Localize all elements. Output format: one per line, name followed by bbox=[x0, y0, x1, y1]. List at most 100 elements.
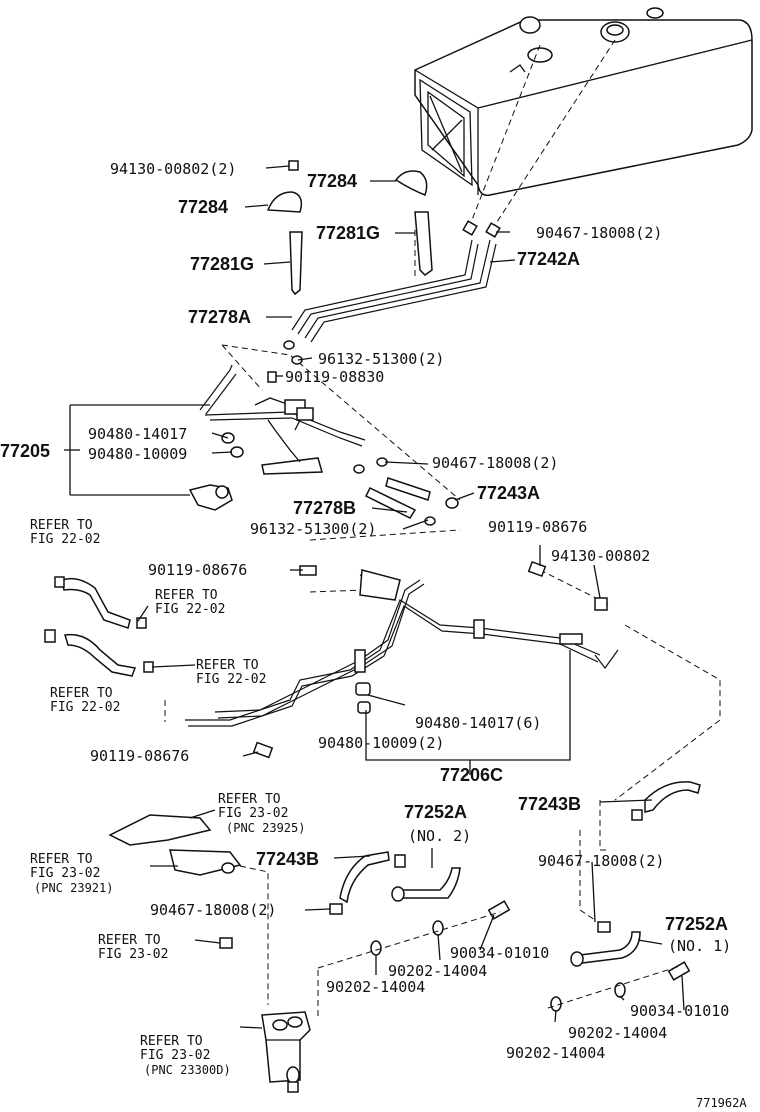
dash-right-hose bbox=[599, 800, 610, 851]
part-labels: 94130-00802(2) 77284 77284 77281G 90467-… bbox=[0, 160, 747, 1110]
label-90467-18008-2-top: 90467-18008(2) bbox=[536, 224, 662, 242]
label-77281g-right: 77281G bbox=[316, 223, 380, 243]
ref-note-8-line1: REFER TO bbox=[140, 1034, 203, 1049]
label-90480-14017: 90480-14017 bbox=[88, 425, 187, 443]
ref-note-4-line1: REFER TO bbox=[50, 686, 113, 701]
callout-bracket-77206c bbox=[365, 650, 571, 775]
label-77252a-no1: 77252A bbox=[665, 914, 728, 934]
label-90467-18008-2-right: 90467-18008(2) bbox=[538, 852, 664, 870]
label-77281g-left: 77281G bbox=[190, 254, 254, 274]
bolt-90119-right bbox=[527, 560, 547, 578]
hose-77252a-no2 bbox=[391, 867, 461, 902]
assembly-77205 bbox=[199, 340, 366, 475]
ref-note-8-line2: FIG 23-02 bbox=[140, 1048, 210, 1063]
label-77205: 77205 bbox=[0, 441, 50, 461]
bracket-left-lower bbox=[108, 814, 242, 949]
tank-leader-1 bbox=[469, 44, 541, 226]
label-90034-01010-left: 90034-01010 bbox=[450, 944, 549, 962]
leader-lines bbox=[137, 165, 685, 1029]
label-90202-14004-d: 90202-14004 bbox=[506, 1044, 605, 1062]
label-96132-51300-2-top: 96132-51300(2) bbox=[318, 350, 444, 368]
label-77243b-right: 77243B bbox=[518, 794, 581, 814]
lower-dash-b bbox=[309, 589, 366, 593]
ref-note-2-line2: FIG 22-02 bbox=[155, 602, 225, 617]
label-77284-left: 77284 bbox=[178, 197, 228, 217]
hose-77243b-right bbox=[631, 781, 701, 821]
label-no1: (NO. 1) bbox=[668, 937, 731, 955]
lower-dash-d bbox=[614, 624, 721, 801]
dash-gasket-a bbox=[317, 911, 501, 969]
hose-77243a bbox=[376, 457, 459, 509]
bolt-90119-08830 bbox=[267, 371, 277, 383]
nut-94130-right bbox=[594, 597, 608, 611]
label-77278a: 77278A bbox=[188, 307, 251, 327]
label-90119-08676-left: 90119-08676 bbox=[148, 561, 247, 579]
clamp-assembly-lower bbox=[188, 484, 233, 511]
ref-note-8-line3: (PNC 23300D) bbox=[144, 1063, 231, 1077]
label-90480-10009-2: 90480-10009(2) bbox=[318, 734, 444, 752]
bracket-77281g-left bbox=[289, 231, 303, 296]
label-77243b-left: 77243B bbox=[256, 849, 319, 869]
dash-gasket-b bbox=[547, 965, 681, 1009]
label-77243a: 77243A bbox=[477, 483, 540, 503]
mid-dash-1 bbox=[221, 344, 461, 501]
label-90480-10009: 90480-10009 bbox=[88, 445, 187, 463]
grommets-lower bbox=[355, 682, 371, 714]
ref-note-5-line3: (PNC 23925) bbox=[226, 821, 305, 835]
label-90119-08676-right: 90119-08676 bbox=[488, 518, 587, 536]
ref-note-7-line1: REFER TO bbox=[98, 933, 161, 948]
tank-leader-2 bbox=[494, 39, 616, 226]
label-77252a-no2: 77252A bbox=[404, 802, 467, 822]
label-90467-18008-2-left: 90467-18008(2) bbox=[150, 901, 276, 919]
label-94130-00802-2: 94130-00802(2) bbox=[110, 160, 236, 178]
dash-filter bbox=[239, 865, 269, 1005]
ref-note-1-line2: FIG 22-02 bbox=[30, 532, 100, 547]
lower-dash-a bbox=[309, 529, 461, 541]
label-90119-08676-bottom: 90119-08676 bbox=[90, 747, 189, 765]
label-90467-18008-2-mid: 90467-18008(2) bbox=[432, 454, 558, 472]
nut-94130-top bbox=[288, 160, 299, 171]
label-77206c: 77206C bbox=[440, 765, 503, 785]
reference-notes: REFER TO FIG 22-02 REFER TO FIG 22-02 RE… bbox=[30, 518, 305, 1077]
ref-note-1-line1: REFER TO bbox=[30, 518, 93, 533]
fuel-pipe-assembly-77206c bbox=[185, 569, 619, 727]
label-90480-14017-6: 90480-14017(6) bbox=[415, 714, 541, 732]
ref-note-5-line2: FIG 23-02 bbox=[218, 806, 288, 821]
ref-note-6-line3: (PNC 23921) bbox=[34, 881, 113, 895]
bolt-90119-bottom bbox=[252, 741, 274, 759]
ref-note-5-line1: REFER TO bbox=[218, 792, 281, 807]
ref-note-7-line2: FIG 23-02 bbox=[98, 947, 168, 962]
label-90202-14004-c: 90202-14004 bbox=[568, 1024, 667, 1042]
label-77242a: 77242A bbox=[517, 249, 580, 269]
ref-note-4-line2: FIG 22-02 bbox=[50, 700, 120, 715]
clip-96132-mid bbox=[353, 464, 365, 474]
ref-note-3-line2: FIG 22-02 bbox=[196, 672, 266, 687]
fuel-tubes-upper bbox=[291, 220, 501, 343]
label-90202-14004-a: 90202-14004 bbox=[388, 962, 487, 980]
label-96132-51300-2-mid: 96132-51300(2) bbox=[250, 520, 376, 538]
union-bolts-lower bbox=[487, 900, 691, 981]
label-no2: (NO. 2) bbox=[408, 827, 471, 845]
hose-77252a-no1 bbox=[570, 921, 641, 967]
diagram-id: 771962A bbox=[696, 1096, 747, 1110]
ref-note-3-line1: REFER TO bbox=[196, 658, 259, 673]
ref-note-2-line1: REFER TO bbox=[155, 588, 218, 603]
label-90119-08830: 90119-08830 bbox=[285, 368, 384, 386]
label-77278b: 77278B bbox=[293, 498, 356, 518]
dash-right-hose-2 bbox=[579, 830, 596, 921]
bracket-77281g-right bbox=[414, 211, 433, 276]
mid-dash-2 bbox=[221, 344, 263, 391]
clamp-77284-right bbox=[394, 170, 428, 196]
callout-bracket-77205 bbox=[64, 404, 210, 496]
hose-left-lower bbox=[44, 629, 154, 677]
label-94130-00802: 94130-00802 bbox=[551, 547, 650, 565]
hose-77278b bbox=[364, 486, 436, 526]
hose-77243b-left bbox=[329, 851, 406, 915]
fuel-tank bbox=[414, 7, 753, 197]
hose-left-upper bbox=[54, 576, 147, 629]
label-90202-14004-b: 90202-14004 bbox=[326, 978, 425, 996]
fuel-filter bbox=[261, 1011, 311, 1093]
clamp-77284-left bbox=[266, 191, 303, 213]
label-77284-right: 77284 bbox=[307, 171, 357, 191]
